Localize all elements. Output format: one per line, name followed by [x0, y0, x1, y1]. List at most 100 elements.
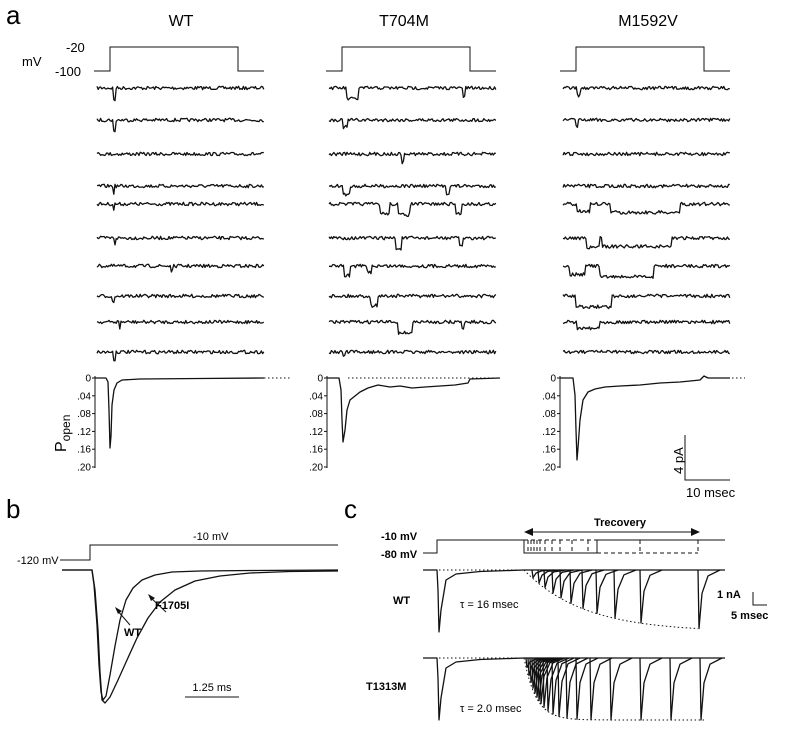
recovery-interval-label: Trecovery: [594, 517, 647, 529]
popen-axes: 0.04.08.12.16.200.04.08.12.16.200.04.08.…: [77, 374, 561, 474]
test-pulse-current-wt: [581, 569, 605, 610]
panel-c-label: c: [344, 494, 357, 524]
sweep-m1592v-6: [562, 235, 731, 250]
column-title-m1592v: M1592V: [618, 13, 678, 30]
sweep-wt-8: [96, 293, 265, 304]
sweep-t704m-9: [328, 319, 497, 335]
step-voltage-label-b: -10 mV: [193, 531, 229, 543]
row-label-wt-c: WT: [393, 595, 410, 607]
test-pulse-current-t1313m: [546, 657, 570, 712]
sweep-wt-10: [96, 349, 265, 362]
voltage-protocol-t704m: [326, 46, 496, 72]
test-pulse-current-t1313m: [699, 657, 723, 721]
test-pulse-current-t1313m: [669, 657, 693, 721]
panel-b-label: b: [6, 494, 20, 524]
voltage-unit-label: mV: [22, 54, 42, 69]
sweep-wt-9: [96, 319, 265, 330]
sweep-t704m-6: [328, 235, 496, 251]
sweep-t704m-3: [328, 151, 496, 165]
popen-tick-label: .12: [77, 427, 91, 438]
sweep-m1592v-1: [562, 85, 730, 98]
popen-trace-t704m: [327, 377, 501, 443]
arrow-head-wt-b: [115, 607, 122, 614]
sweep-m1592v-10: [562, 349, 730, 355]
voltage-protocol-m1592v: [560, 46, 730, 72]
test-pulse-current-wt: [697, 569, 721, 630]
arrow-head-f1705i-b: [148, 594, 155, 601]
popen-tick-label: .08: [542, 409, 556, 420]
popen-tick-label: .08: [309, 409, 323, 420]
voltage-low-label: -100: [55, 64, 81, 79]
popen-tick-label: .04: [309, 391, 323, 402]
scale-time-b: 1.25 ms: [192, 682, 232, 694]
sweep-t704m-10: [328, 349, 497, 357]
test-pulse-current-wt: [543, 569, 567, 589]
test-pulse-current-wt: [569, 569, 593, 604]
popen-trace-wt: [95, 377, 265, 449]
scale-time-c: 5 msec: [731, 610, 768, 622]
scale-bar-panel-c: [752, 592, 767, 606]
column-title-wt: WT: [169, 13, 194, 30]
single-channel-sweeps-m1592v: [562, 85, 731, 355]
recovery-currents-wt: [423, 569, 725, 633]
test-pulse-current-wt: [595, 569, 619, 614]
popen-tick-label: .20: [77, 463, 91, 474]
sweep-t704m-7: [328, 263, 497, 278]
test-pulse-current-t1313m: [565, 657, 589, 719]
voltage-protocol-wt: [94, 46, 264, 72]
sweep-t704m-8: [328, 293, 497, 308]
tau-wt-c: τ = 16 msec: [460, 599, 519, 611]
popen-trace-m1592v: [560, 375, 730, 461]
scale-time-a: 10 msec: [686, 485, 736, 500]
tau-t1313m-c: τ = 2.0 msec: [460, 703, 522, 715]
single-channel-sweeps-wt: [96, 85, 265, 362]
sweep-t704m-2: [328, 117, 497, 130]
test-pulse-current-wt: [551, 569, 575, 594]
popen-tick-label: .20: [309, 463, 323, 474]
sweep-m1592v-5: [562, 201, 731, 215]
test-pulse-current-t1313m: [575, 657, 599, 720]
sweep-wt-5: [96, 201, 265, 211]
popen-tick-label: .16: [309, 445, 323, 456]
sweep-m1592v-3: [562, 151, 730, 157]
popen-tick-label: 0: [317, 374, 323, 385]
voltage-high-label: -20: [66, 40, 85, 55]
step-voltage-label-c: -10 mV: [381, 531, 418, 543]
sweep-wt-3: [96, 151, 264, 157]
first-pulse-current-wt: [423, 569, 725, 633]
scale-current-a: 4 pA: [671, 447, 686, 474]
popen-axis-label: Popen: [53, 415, 73, 452]
popen-tick-label: 0: [550, 374, 556, 385]
label-f1705i-b: F1705I: [155, 600, 189, 612]
sweep-wt-2: [96, 117, 264, 133]
hold-voltage-label-b: -120 mV: [17, 555, 59, 567]
popen-tick-label: .20: [542, 463, 556, 474]
popen-tick-label: .12: [542, 427, 556, 438]
test-pulse-current-wt: [559, 569, 583, 599]
scale-current-c: 1 nA: [717, 589, 741, 601]
sweep-m1592v-9: [562, 319, 731, 331]
sweep-wt-7: [96, 263, 265, 273]
recovery-currents-t1313m: [423, 657, 725, 721]
recovery-envelope-wt: [523, 569, 699, 630]
popen-tick-label: .16: [77, 445, 91, 456]
first-pulse-current-t1313m: [423, 657, 725, 721]
test-pulse-current-t1313m: [639, 657, 663, 721]
label-wt-b: WT: [124, 627, 141, 639]
sweep-t704m-1: [328, 85, 497, 101]
current-trace-f1705i-b: [62, 569, 339, 704]
current-trace-wt-b: [62, 569, 339, 701]
voltage-protocol-panel-c: [423, 539, 725, 554]
sweep-m1592v-8: [562, 293, 731, 310]
panel-a-label: a: [6, 0, 21, 30]
test-pulse-current-wt: [531, 569, 555, 579]
column-title-t704m: T704M: [379, 13, 429, 30]
row-label-t1313m-c: T1313M: [366, 681, 406, 693]
test-pulse-current-wt: [639, 569, 663, 624]
popen-tick-label: .04: [77, 391, 91, 402]
test-pulse-current-wt: [613, 569, 637, 619]
test-pulse-current-t1313m: [589, 657, 613, 721]
test-pulse-current-t1313m: [609, 657, 633, 721]
test-pulse-current-t1313m: [557, 657, 581, 718]
